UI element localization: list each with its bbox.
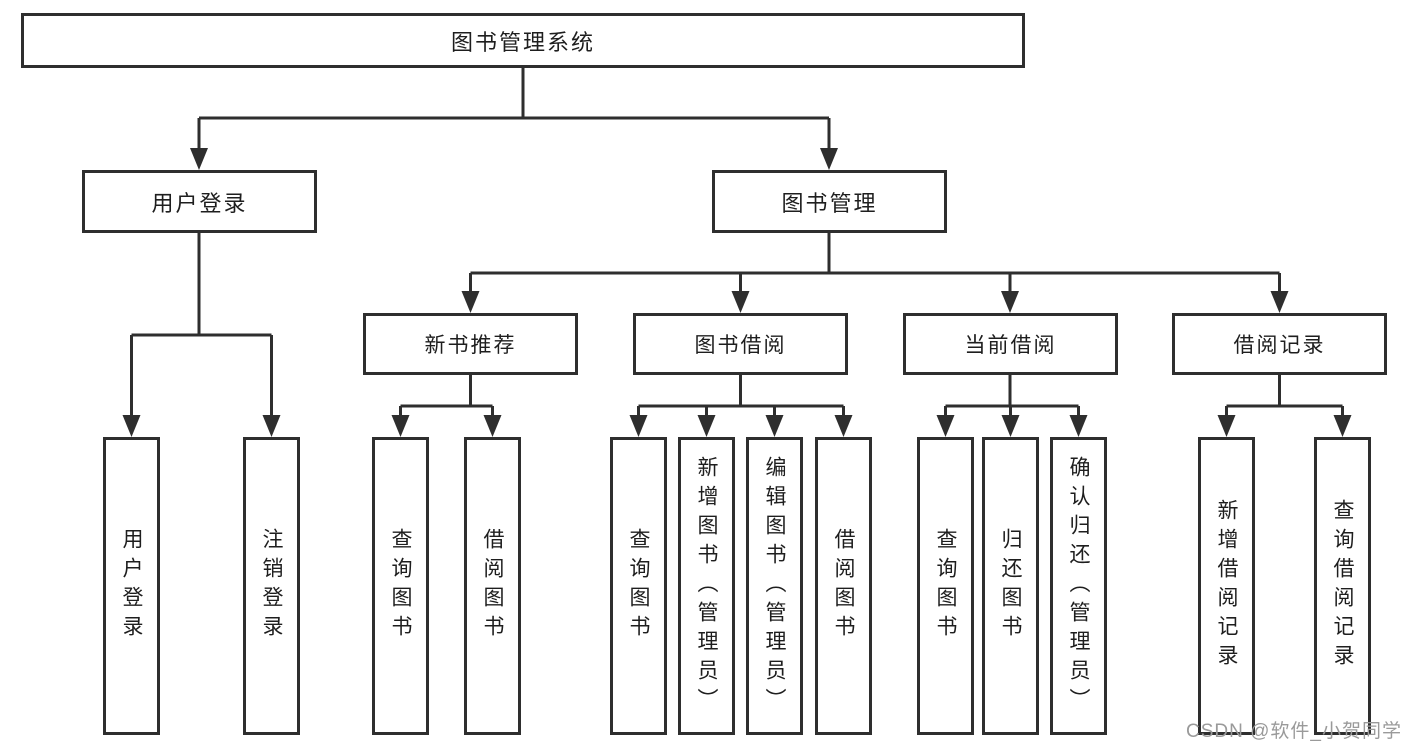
leaf-current-return: 归还图书	[982, 437, 1039, 735]
leaf-borrow-borrow: 借阅图书	[815, 437, 872, 735]
leaf-current-query: 查询图书	[917, 437, 974, 735]
leaf-logout: 注销登录	[243, 437, 300, 735]
connector-current-borrow-to-leaves	[936, 375, 1088, 437]
leaf-borrow-edit-admin: 编辑图书（管理员）	[746, 437, 803, 735]
connector-new-books-to-leaves	[391, 375, 502, 437]
connector-borrow-records-to-leaves	[1217, 375, 1352, 437]
leaf-records-query: 查询借阅记录	[1314, 437, 1371, 735]
leaf-borrow-query: 查询图书	[610, 437, 667, 735]
leaf-newbooks-borrow: 借阅图书	[464, 437, 521, 735]
node-borrow-records: 借阅记录	[1172, 313, 1387, 375]
watermark: CSDN @软件_小贺同学	[1186, 721, 1402, 742]
leaf-borrow-add-admin: 新增图书（管理员）	[678, 437, 735, 735]
node-user-login: 用户登录	[82, 170, 317, 233]
connector-book-management-to-level3	[461, 233, 1289, 313]
connector-user-login-to-leaves	[122, 233, 281, 437]
node-current-borrow: 当前借阅	[903, 313, 1118, 375]
leaf-user-login: 用户登录	[103, 437, 160, 735]
leaf-current-confirm-admin: 确认归还（管理员）	[1050, 437, 1107, 735]
node-book-borrow: 图书借阅	[633, 313, 848, 375]
connector-book-borrow-to-leaves	[629, 375, 853, 437]
node-new-book-recommend: 新书推荐	[363, 313, 578, 375]
node-book-management: 图书管理	[712, 170, 947, 233]
node-root-system: 图书管理系统	[21, 13, 1025, 68]
leaf-newbooks-query: 查询图书	[372, 437, 429, 735]
leaf-records-add: 新增借阅记录	[1198, 437, 1255, 735]
connector-root-to-level2	[190, 68, 838, 170]
